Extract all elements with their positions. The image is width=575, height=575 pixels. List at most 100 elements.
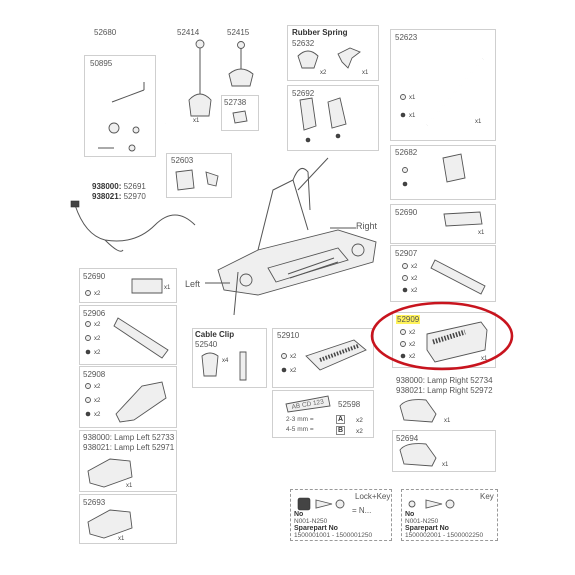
lock-key-spare-value: 1500001001 - 1500001250 <box>294 532 373 539</box>
part-52694-label: 52694 <box>396 434 419 443</box>
part-52414-label: 52414 <box>177 28 200 37</box>
x2-label: x2 <box>409 330 416 336</box>
part-52690-left-label: 52690 <box>83 272 106 281</box>
part-50895-box <box>84 55 156 157</box>
x1-label: x1 <box>409 95 416 101</box>
arm-52415-drawing <box>228 41 254 87</box>
x1-label: x1 <box>481 356 488 362</box>
x1-label: x1 <box>475 119 482 125</box>
lamp-left-drawing: x1 <box>87 458 133 489</box>
lock-key-box <box>290 489 392 541</box>
x2-label: x2 <box>409 354 416 360</box>
part-52693-label: 52693 <box>83 498 106 507</box>
part-52540-label: 52540 <box>195 340 218 349</box>
key-title: Key <box>480 492 494 501</box>
part-52690-right-drawing: x1 <box>443 211 485 236</box>
part-52910-label: 52910 <box>277 331 300 340</box>
part-52907-drawing: x2 x2 x2 <box>402 259 486 295</box>
wiring-harness-drawing <box>70 200 196 252</box>
part-50895-drawing <box>98 82 145 152</box>
lamp-right-938000: 938000: Lamp Right 52734 <box>396 376 493 385</box>
part-52738-drawing <box>232 110 248 124</box>
part-52910-drawing: x2 x2 <box>281 339 367 374</box>
x2-label: x2 <box>94 384 101 390</box>
part-52693-drawing: x1 <box>87 509 133 542</box>
lock-key-spare-label: Sparepart No <box>294 525 338 532</box>
x4-label: x4 <box>222 358 229 364</box>
left-direction-label: Left <box>185 279 201 289</box>
x1-label: x1 <box>442 462 449 468</box>
bike-carrier-drawing <box>217 157 377 316</box>
x2-label: x2 <box>320 70 327 76</box>
part-52692-drawing <box>299 97 347 143</box>
plate-b-qty: x2 <box>356 428 363 435</box>
part-52694-drawing: x1 <box>399 443 449 468</box>
part-52623-label: 52623 <box>395 33 418 42</box>
cable-clip-title: Cable Clip <box>195 330 235 339</box>
x1-label: x1 <box>126 483 133 489</box>
key-no-label: No <box>405 511 415 518</box>
part-52682-box <box>390 145 496 200</box>
arm-52414-drawing: x1 <box>188 39 212 124</box>
part-52632-label: 52632 <box>292 39 315 48</box>
lamp-right-drawing: x1 <box>399 399 451 424</box>
x2-label: x2 <box>94 336 101 342</box>
x1-label: x1 <box>409 113 416 119</box>
part-52690-left-drawing: x2 x1 <box>85 278 171 297</box>
part-52907-label: 52907 <box>395 249 418 258</box>
part-52690-right-label: 52690 <box>395 208 418 217</box>
key-spare-label: Sparepart No <box>405 525 449 532</box>
part-52623-box <box>390 29 496 141</box>
part-52598-label: 52598 <box>338 400 361 409</box>
part-52692-label: 52692 <box>292 89 315 98</box>
part-52908-label: 52908 <box>83 370 106 379</box>
x1-label: x1 <box>193 118 200 124</box>
part-52682-drawing <box>402 153 466 187</box>
x2-label: x2 <box>409 342 416 348</box>
cable-clip-drawing: x4 <box>201 351 247 381</box>
key-no-value: N001-N250 <box>405 518 439 525</box>
x1-label: x1 <box>444 418 451 424</box>
size-a-label: 2-3 mm = <box>286 416 314 423</box>
part-50895-label: 50895 <box>90 59 113 68</box>
rubber-spring-title: Rubber Spring <box>292 28 348 37</box>
x1-label: x1 <box>362 70 369 76</box>
x1-label: x1 <box>164 285 171 291</box>
x1-label: x1 <box>478 230 485 236</box>
part-52909-label: 52909 <box>396 315 421 324</box>
strap-52623-drawing: x1 x1 x1 <box>400 58 484 126</box>
key-spare-value: 1500002001 - 1500002250 <box>405 532 484 539</box>
lock-key-eq: = N... <box>352 506 372 515</box>
lock-key-no-value: N001-N250 <box>294 518 328 525</box>
lock-key-title: Lock+Key <box>355 492 391 501</box>
part-52906-label: 52906 <box>83 309 106 318</box>
direction-lines <box>205 227 356 284</box>
part-52603-label: 52603 <box>171 156 194 165</box>
highlight-circle <box>370 301 514 371</box>
x2-label: x2 <box>411 288 418 294</box>
part-52603-drawing <box>175 169 219 191</box>
x2-label: x2 <box>94 322 101 328</box>
part-52680-label: 52680 <box>94 28 117 37</box>
plate-b-letter: B <box>336 426 346 435</box>
right-direction-label: Right <box>356 221 378 231</box>
x2-label: x2 <box>411 276 418 282</box>
lock-key-drawing <box>297 497 345 511</box>
key-drawing <box>408 499 455 509</box>
x2-label: x2 <box>94 291 101 297</box>
x2-label: x2 <box>94 350 101 356</box>
x2-label: x2 <box>94 412 101 418</box>
x2-label: x2 <box>290 368 297 374</box>
x2-label: x2 <box>94 398 101 404</box>
part-52738-label: 52738 <box>224 98 247 107</box>
lamp-left-938021: 938021: Lamp Left 52971 <box>83 443 175 452</box>
key-box <box>401 489 498 541</box>
lock-key-no-label: No <box>294 511 304 518</box>
license-plate-drawing: AB CD 123 <box>285 395 331 413</box>
part-52906-drawing: x2 x2 x2 <box>85 317 169 359</box>
rubber-spring-drawing: x2 x1 <box>297 47 369 76</box>
part-52909-drawing: x2 x2 x2 x1 <box>400 321 488 363</box>
plate-a-qty: x2 <box>356 417 363 424</box>
x1-label: x1 <box>118 536 125 542</box>
part-52415-label: 52415 <box>227 28 250 37</box>
